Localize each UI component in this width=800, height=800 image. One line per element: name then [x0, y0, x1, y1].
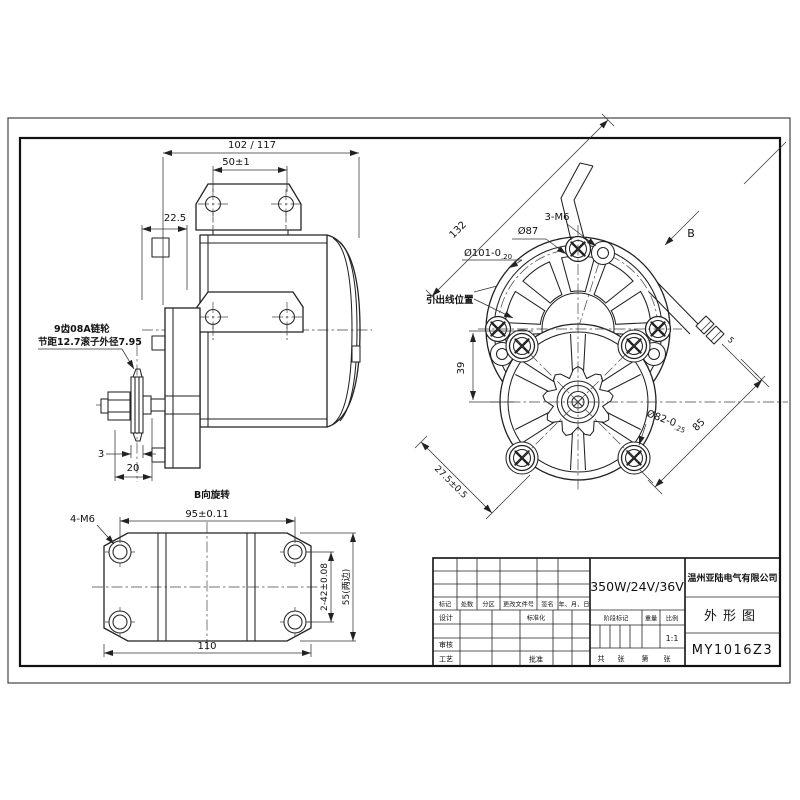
view-b-label: B: [687, 227, 695, 240]
scale-value: 1:1: [666, 634, 679, 643]
label-weight: 重量: [645, 615, 657, 623]
label-sheet-total-unit: 张: [618, 654, 625, 663]
bottom-plate-view: 4-M6 95±0.11 110 2-42±0.08 55(两边): [70, 509, 356, 657]
front-view: 5: [414, 113, 788, 520]
label-approve: 批准: [529, 655, 543, 664]
dim-132: 132: [448, 220, 469, 241]
label-sheet-total-prefix: 共: [598, 654, 605, 663]
drawing-frame: [7, 117, 791, 684]
label-zone: 分区: [482, 601, 494, 609]
revision-table: 标记 处数 分区 更改文件号 签名 年、月、日 设计 标准化 审核 工艺 批准: [433, 558, 685, 666]
label-change-doc: 更改文件号: [503, 601, 534, 609]
motor-spec: 350W/24V/36V: [590, 579, 684, 594]
plate-holes: [104, 536, 311, 638]
dim-connector: 5: [726, 335, 736, 345]
top-bracket: [195, 183, 302, 235]
label-sheet-no-prefix: 第: [642, 654, 649, 663]
dim-overall-width: 102 / 117: [228, 140, 276, 151]
middle-bracket: [196, 291, 304, 340]
lead-wire-label: 引出线位置: [426, 294, 474, 306]
dim-plate-depth: 55(两边): [341, 569, 352, 605]
dim-sprocket-offset: 20: [127, 463, 140, 474]
dim-39: 39: [456, 362, 467, 375]
label-standardize: 标准化: [527, 614, 546, 622]
drawing-title: 外形图: [704, 609, 761, 624]
label-check: 审核: [439, 640, 453, 649]
label-stage-mark: 阶段标记: [604, 615, 629, 623]
spec-section: 350W/24V/36V 阶段标记 重量 比例 1:1 共 张 第 张: [590, 579, 685, 663]
rotation-note: B向旋转: [194, 489, 230, 501]
output-sprocket-side: [100, 368, 166, 442]
label-3m6: 3-M6: [545, 212, 570, 223]
sprocket-note-line2: 节距12.7滚子外径7.95: [38, 336, 142, 348]
gearbox-flange: [151, 307, 201, 469]
dia-101-label: Ø101-0.20: [464, 247, 512, 261]
dia-87-label: Ø87: [518, 225, 539, 237]
part-number: MY1016Z3: [692, 643, 773, 658]
identity-section: 温州亚陆电气有限公司 外形图 MY1016Z3: [685, 572, 780, 658]
label-sheet-no-unit: 张: [664, 654, 671, 663]
label-mark: 标记: [439, 601, 451, 609]
label-4m6: 4-M6: [70, 514, 95, 525]
dim-slot-span: 2-42±0.08: [320, 563, 330, 611]
title-block: 标记 处数 分区 更改文件号 签名 年、月、日 设计 标准化 审核 工艺 批准 …: [432, 557, 781, 667]
dim-85: 85: [691, 417, 708, 434]
bottom-view-dimensions: 4-M6 95±0.11 110 2-42±0.08 55(两边): [70, 509, 356, 657]
dim-plate-width: 110: [197, 641, 216, 652]
label-process: 工艺: [439, 656, 453, 664]
label-scale: 比例: [666, 615, 678, 623]
dim-sprocket-width: 3: [98, 449, 104, 460]
label-design: 设计: [439, 613, 453, 622]
dim-hole-spacing: 50±1: [222, 157, 249, 168]
lead-wire-top: [560, 162, 594, 241]
label-sign: 签名: [541, 601, 553, 609]
company-name: 温州亚陆电气有限公司: [687, 572, 777, 584]
dim-27-5: 27.5±0.5: [432, 464, 469, 501]
side-view: 102 / 117 50±1 22.5 9齿08A链轮 节距12.7滚子外径7.…: [38, 140, 372, 501]
side-view-dimensions: 102 / 117 50±1 22.5 9齿08A链轮 节距12.7滚子外径7.…: [38, 140, 360, 501]
dim-bracket-offset: 22.5: [164, 213, 186, 224]
dim-hole-span: 95±0.11: [185, 509, 228, 520]
motor-body-outline: [151, 234, 361, 428]
sprocket-note-line1: 9齿08A链轮: [54, 323, 110, 335]
label-date: 年、月、日: [559, 601, 590, 609]
label-count: 处数: [461, 601, 474, 609]
